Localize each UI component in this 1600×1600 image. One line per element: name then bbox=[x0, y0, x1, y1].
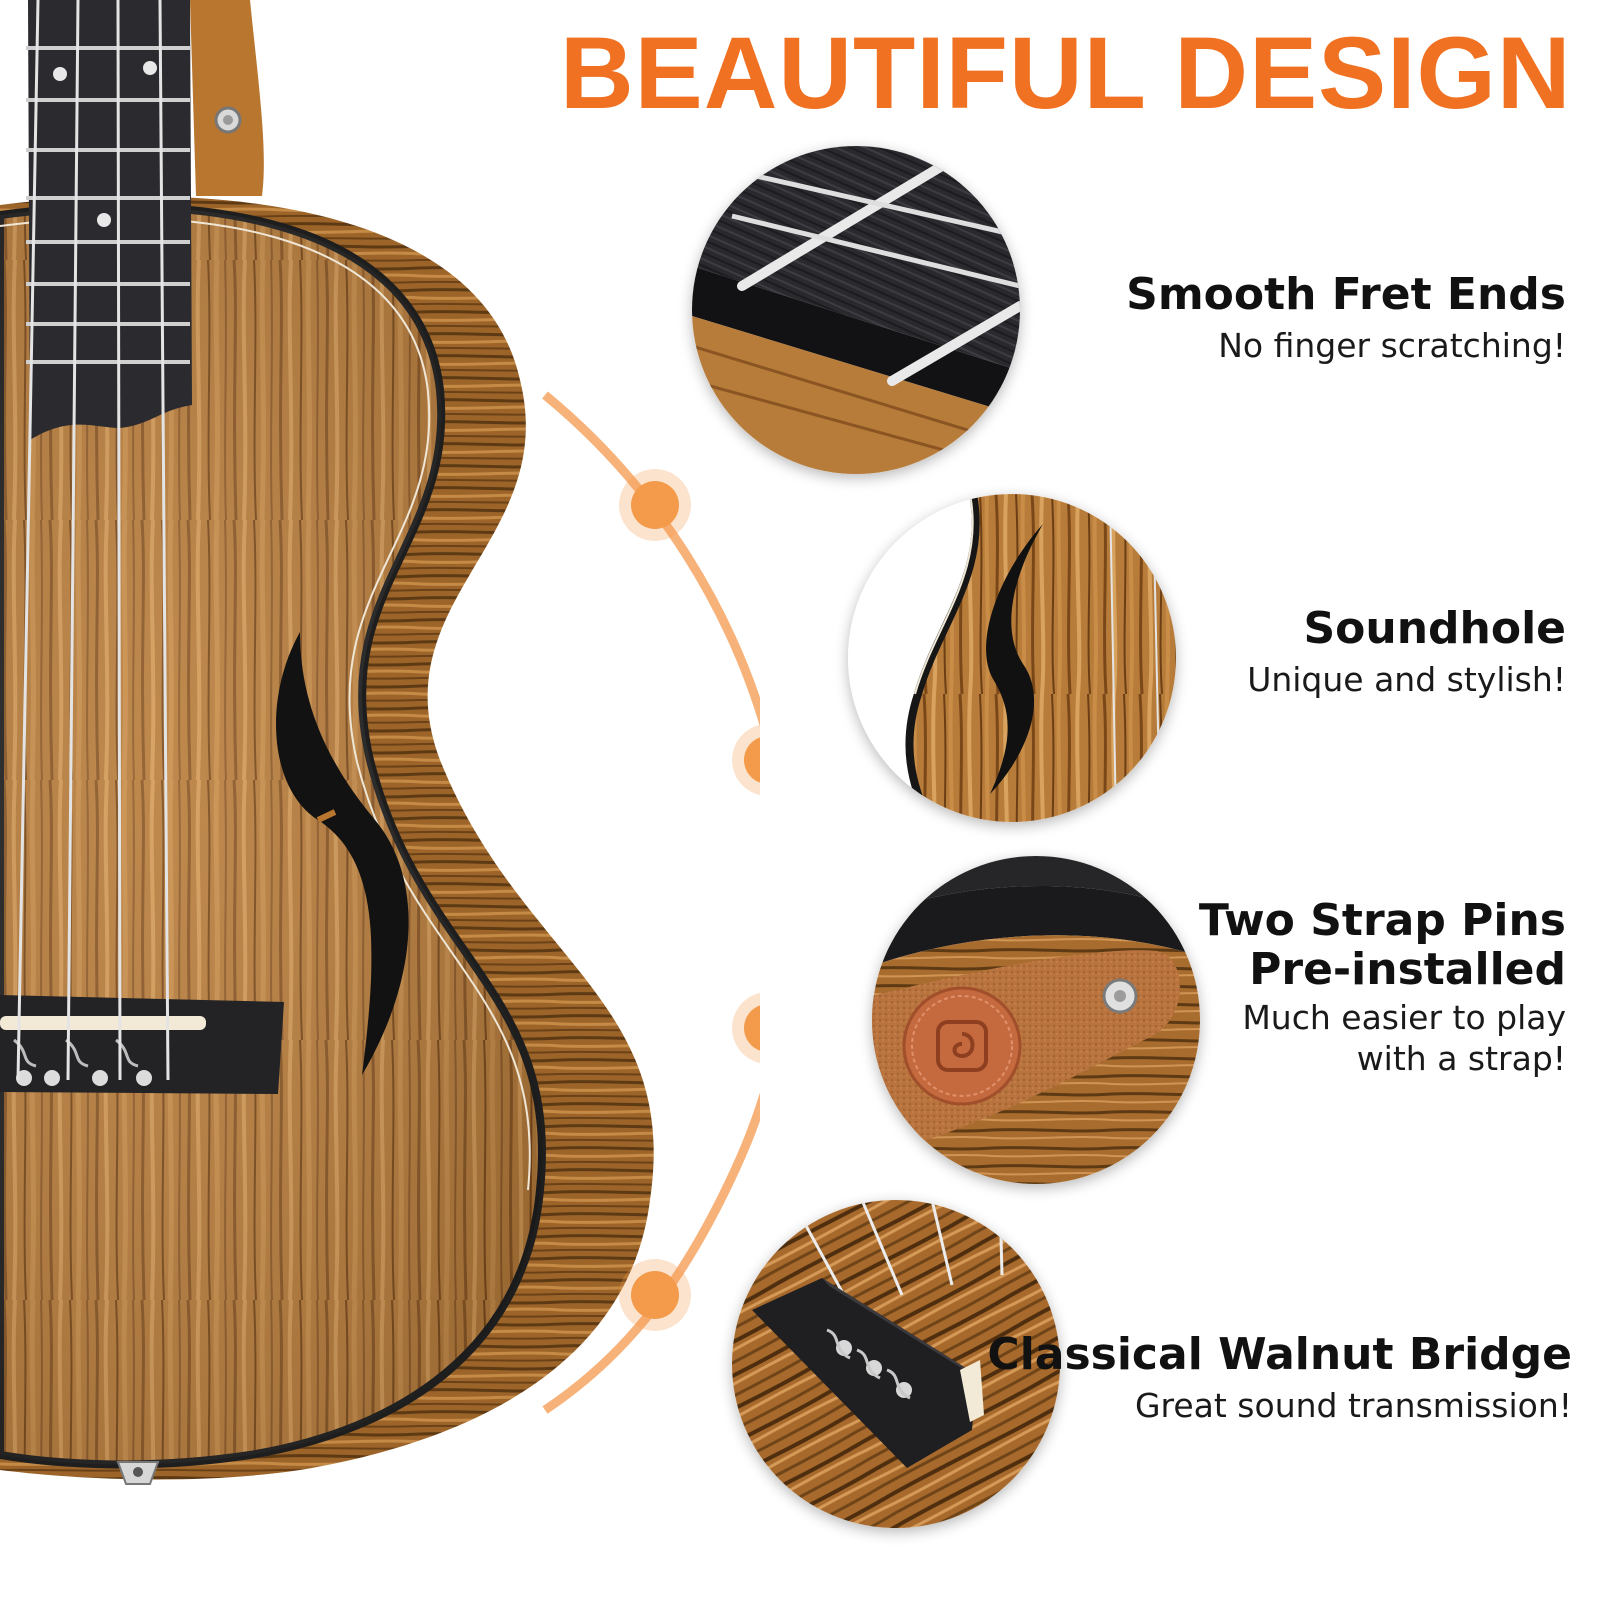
fret-ends-image bbox=[692, 146, 1020, 474]
bridge-image bbox=[732, 1200, 1060, 1528]
feature-heading-line2: Pre-installed bbox=[1249, 944, 1566, 996]
feature-heading: Smooth Fret Ends bbox=[1126, 269, 1566, 320]
feature-heading: Classical Walnut Bridge bbox=[987, 1329, 1572, 1380]
feature-description: Much easier to play bbox=[1242, 997, 1566, 1037]
feature-description: Unique and stylish! bbox=[1247, 660, 1566, 700]
feature-fret-ends: Smooth Fret Ends No finger scratching! bbox=[1126, 270, 1566, 367]
strap-pin-closeup bbox=[872, 856, 1200, 1184]
feature-description-line2: with a strap! bbox=[1356, 1038, 1566, 1078]
strap-pin-image bbox=[872, 856, 1200, 1184]
fret-ends-closeup bbox=[692, 146, 1020, 474]
feature-heading: Soundhole bbox=[1303, 603, 1566, 654]
feature-description: No finger scratching! bbox=[1218, 326, 1566, 366]
feature-strap-pins: Two Strap Pins Pre-installed Much easier… bbox=[1199, 896, 1566, 1079]
ukulele-illustration bbox=[0, 0, 760, 1485]
feature-heading: Two Strap Pins bbox=[1198, 895, 1566, 946]
soundhole-closeup bbox=[848, 494, 1176, 822]
bridge-closeup bbox=[732, 1200, 1060, 1528]
soundhole-image bbox=[848, 494, 1176, 822]
feature-bridge: Classical Walnut Bridge Great sound tran… bbox=[987, 1330, 1572, 1427]
feature-soundhole: Soundhole Unique and stylish! bbox=[1247, 604, 1566, 701]
page-title: BEAUTIFUL DESIGN bbox=[560, 16, 1572, 130]
feature-description: Great sound transmission! bbox=[1134, 1386, 1572, 1426]
